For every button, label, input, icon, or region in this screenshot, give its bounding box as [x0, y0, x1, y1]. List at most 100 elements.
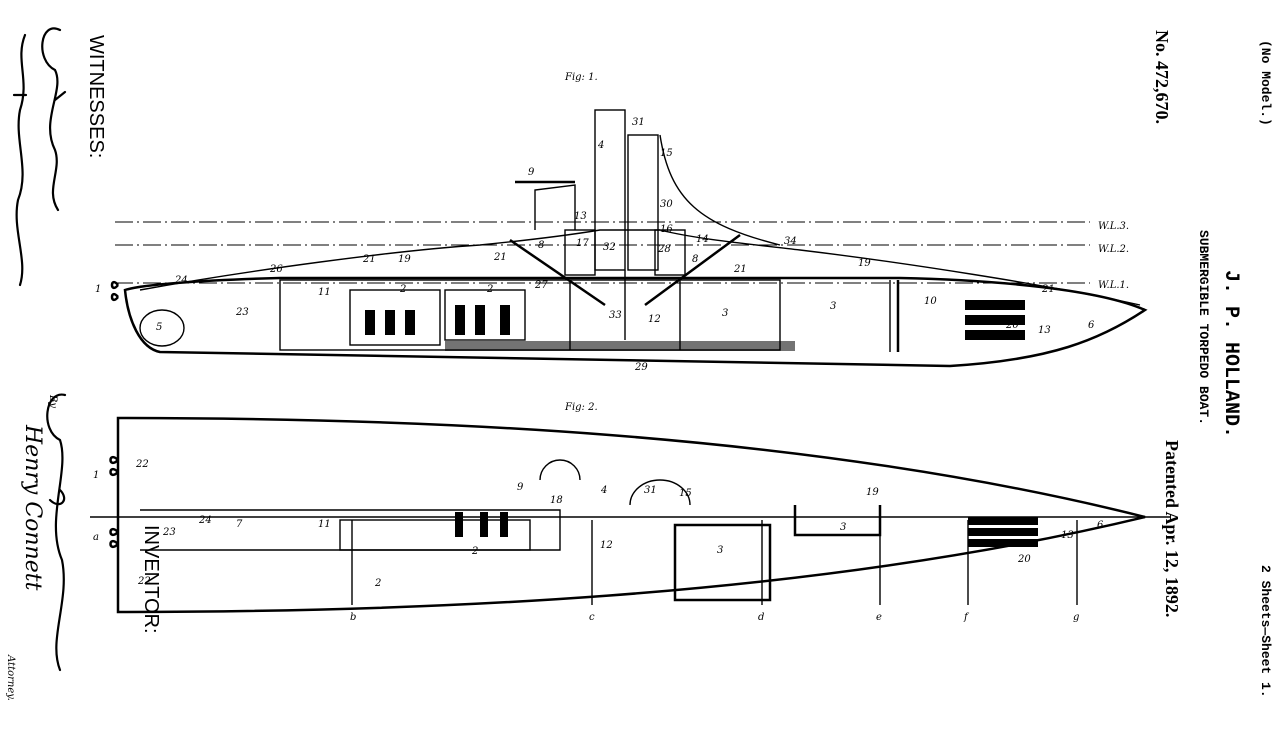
- part-label: 11: [318, 287, 331, 298]
- part-label: 17: [576, 238, 589, 249]
- part-label: 26: [269, 264, 283, 275]
- section-c: c: [589, 612, 595, 623]
- part-label: 27: [534, 280, 548, 291]
- propellers: [109, 455, 119, 549]
- part-label: 2: [471, 546, 478, 557]
- part-label: 20: [1005, 320, 1019, 331]
- part-label: 2: [374, 578, 381, 589]
- part-label: 5: [156, 322, 162, 333]
- part-label: 33: [609, 310, 622, 321]
- witnesses-block: WITNESSES: INVENTOR: By Henry Connett At…: [5, 27, 162, 701]
- tower-fin: [659, 134, 781, 246]
- invention-title: SUBMERGIBLE TORPEDO BOAT.: [1196, 230, 1211, 425]
- part-label: 1: [93, 470, 99, 481]
- part-label: 19: [866, 487, 879, 498]
- part-label: 13: [574, 211, 587, 222]
- section-b: b: [350, 612, 356, 623]
- part-label: 6: [1088, 320, 1095, 331]
- attorney-signature: Henry Connett: [20, 424, 45, 591]
- part-label: 34: [784, 236, 797, 247]
- part-label: 7: [236, 519, 243, 530]
- gun-mount: [534, 184, 576, 230]
- section-d: d: [758, 612, 764, 623]
- patent-date: Patented Apr. 12, 1892.: [1162, 440, 1182, 617]
- part-label: 28: [657, 244, 671, 255]
- part-label: 21: [1041, 284, 1055, 295]
- part-label: 2: [486, 284, 493, 295]
- wl3-label: W.L.3.: [1098, 221, 1129, 232]
- section-g: g: [1073, 612, 1079, 623]
- sheet-count: 2 Sheets—Sheet 1.: [1258, 565, 1273, 698]
- part-label: 21: [733, 264, 747, 275]
- part-label: 19: [398, 254, 411, 265]
- part-label: 4: [600, 485, 607, 496]
- fig2-title: Fig: 2.: [564, 402, 598, 413]
- by-label: By: [47, 394, 58, 408]
- fig1-title: Fig: 1.: [564, 72, 598, 83]
- section-f: f: [963, 612, 970, 623]
- part-label: 9: [517, 482, 524, 493]
- no-model-note: (No Model.): [1258, 40, 1273, 126]
- part-label: 30: [660, 199, 673, 210]
- part-label: 32: [603, 242, 616, 253]
- superstructure-outline: [139, 229, 1141, 306]
- part-label: 24: [174, 275, 188, 286]
- propeller: [110, 280, 119, 302]
- part-label: 14: [696, 234, 709, 245]
- wl1-label: W.L.1.: [1098, 280, 1129, 291]
- inventor-name: J. P. HOLLAND.: [1219, 270, 1242, 438]
- part-label: 4: [597, 140, 604, 151]
- hull-side-outline: [123, 276, 1148, 368]
- part-label: 8: [538, 240, 544, 251]
- part-label: 1: [95, 284, 101, 295]
- inventor-signature: [46, 393, 67, 672]
- witness-signature-2: [12, 33, 28, 287]
- witnesses-label: WITNESSES:: [85, 35, 107, 158]
- patent-header: (No Model.) 2 Sheets—Sheet 1. No. 472,67…: [1152, 30, 1273, 698]
- part-label: 18: [550, 495, 563, 506]
- part-label: 6: [1097, 520, 1104, 531]
- part-label: 13: [1061, 530, 1074, 541]
- rudder: [139, 309, 185, 347]
- part-label: 23: [162, 527, 176, 538]
- part-label: 3: [840, 522, 846, 533]
- part-label: 22: [135, 459, 149, 470]
- part-label: 3: [722, 308, 728, 319]
- part-label: 13: [1038, 325, 1051, 336]
- patent-number: No. 472,670.: [1152, 30, 1172, 124]
- ballast-keel: [445, 341, 795, 351]
- part-label: 24: [198, 515, 212, 526]
- part-label: 15: [679, 488, 692, 499]
- part-label: 2: [399, 284, 406, 295]
- part-label: 9: [528, 167, 535, 178]
- hull-plan-outline: [116, 416, 1146, 614]
- part-label: 23: [235, 307, 249, 318]
- inventor-label: INVENTOR:: [140, 525, 162, 634]
- part-label: 12: [600, 540, 613, 551]
- part-label: 8: [692, 254, 698, 265]
- part-label: 16: [660, 224, 673, 235]
- part-label: 31: [632, 117, 645, 128]
- part-label: 11: [318, 519, 331, 530]
- section-e: e: [876, 612, 882, 623]
- part-label: 19: [858, 258, 871, 269]
- part-label: 3: [717, 545, 723, 556]
- part-label: 10: [924, 296, 937, 307]
- attorney-label: Attorney.: [5, 654, 16, 701]
- part-label: 15: [660, 148, 673, 159]
- engine-compartment: [349, 289, 441, 346]
- part-label: 29: [634, 362, 648, 373]
- part-label: 21: [493, 252, 507, 263]
- witness-signature-1: [41, 27, 67, 212]
- part-label: 3: [830, 301, 836, 312]
- conning-tower: [594, 109, 626, 271]
- part-label: a: [93, 532, 99, 543]
- part-label: 20: [1017, 554, 1031, 565]
- part-label: 12: [648, 314, 661, 325]
- part-label: 31: [644, 485, 657, 496]
- wl2-label: W.L.2.: [1098, 244, 1129, 255]
- part-label: 22: [137, 576, 151, 587]
